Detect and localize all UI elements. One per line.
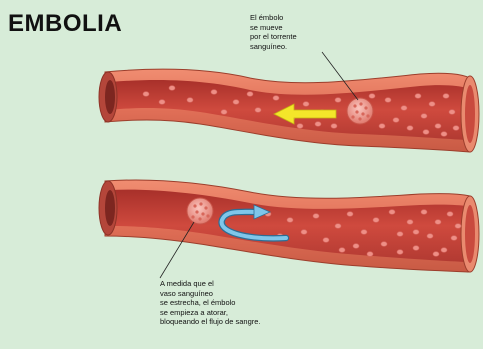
vessel-top-left-opening-inner [105, 80, 115, 114]
vessel-top [99, 69, 479, 152]
vessel-bottom-left-opening-inner [105, 190, 115, 226]
embolus-bottom [187, 198, 213, 224]
embolus-top [347, 98, 373, 124]
vessel-bottom [99, 180, 479, 272]
vessel-top-right-opening-inner [465, 85, 475, 143]
callout-bottom: A medida que el vaso sanguíneo se estrec… [160, 279, 300, 327]
vessel-bottom-right-opening-inner [465, 205, 475, 263]
callout-top: El émbolo se mueve por el torrente sangu… [250, 13, 330, 51]
